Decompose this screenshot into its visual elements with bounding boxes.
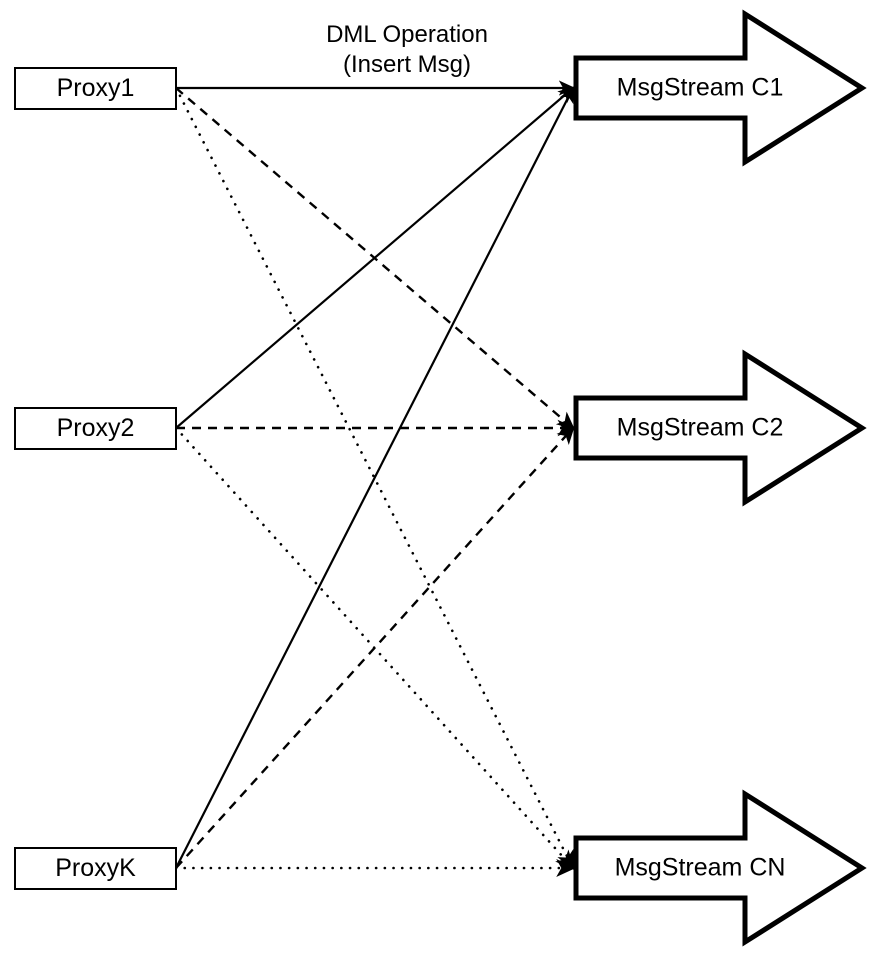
proxy-node-proxyk[interactable]: ProxyK [14, 847, 177, 890]
target-layer: MsgStream C1 MsgStream C2 MsgStream CN [573, 9, 867, 947]
block-arrow-icon-msgstream-c1 [573, 9, 867, 167]
link-proxy2-to-c1 [175, 86, 575, 429]
block-arrow-icon-msgstream-c2 [573, 349, 867, 507]
annotation-layer: DML Operation (Insert Msg) [326, 21, 488, 78]
proxy-label-proxy2: Proxy2 [57, 414, 135, 442]
msgstream-node-msgstream-cn[interactable]: MsgStream CN [573, 789, 867, 947]
link-layer [174, 80, 576, 877]
proxy-node-proxy2[interactable]: Proxy2 [14, 407, 177, 450]
msgstream-label-msgstream-c2: MsgStream C2 [617, 414, 784, 442]
msgstream-label-msgstream-c1: MsgStream C1 [617, 74, 784, 102]
proxy-node-proxy1[interactable]: Proxy1 [14, 67, 177, 110]
proxy-label-proxyk: ProxyK [55, 854, 136, 882]
proxy-box-proxy2 [14, 407, 177, 450]
block-arrow-icon-msgstream-cn [573, 789, 867, 947]
annotation-dml-operation-label: DML Operation (Insert Msg) [326, 21, 488, 78]
proxy-box-proxyk [14, 847, 177, 890]
link-proxyk-to-c1 [175, 85, 575, 869]
annotation-line-1: DML Operation [326, 21, 488, 48]
annotation-line-2: (Insert Msg) [343, 51, 471, 78]
proxy-box-proxy1 [14, 67, 177, 110]
msgstream-node-msgstream-c1[interactable]: MsgStream C1 [573, 9, 867, 167]
link-proxyk-to-c2 [175, 426, 575, 869]
msgstream-label-msgstream-cn: MsgStream CN [615, 854, 786, 882]
msgstream-node-msgstream-c2[interactable]: MsgStream C2 [573, 349, 867, 507]
proxy-label-proxy1: Proxy1 [57, 74, 135, 102]
